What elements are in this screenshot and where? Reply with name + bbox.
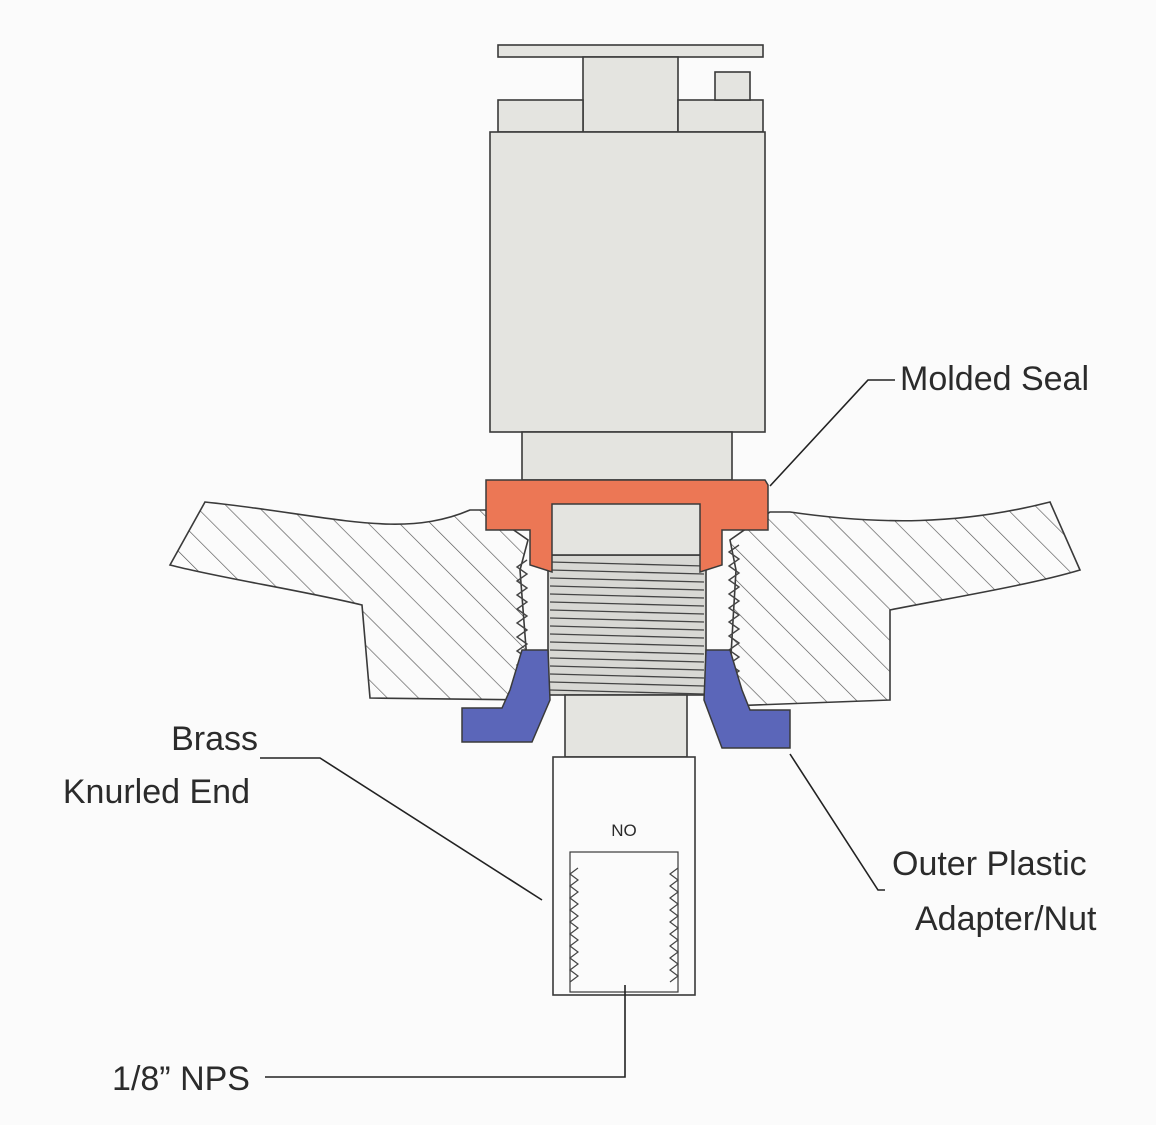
outer-plastic-nut xyxy=(461,649,791,749)
brass-label-line2: Knurled End xyxy=(63,773,250,811)
no-marking: NO xyxy=(611,821,637,840)
molded-seal-leader xyxy=(769,379,895,487)
outer-nut-leader xyxy=(789,753,885,891)
molded-seal xyxy=(485,479,769,574)
nps-leader xyxy=(265,985,626,1078)
outer-nut-label-line2: Adapter/Nut xyxy=(915,900,1097,938)
molded-seal-label: Molded Seal xyxy=(900,360,1089,398)
brass-end-leader xyxy=(260,757,543,901)
top-cap xyxy=(497,44,764,133)
threaded-stem xyxy=(547,499,707,758)
brass-label-line1: Brass xyxy=(171,720,258,758)
nps-label: 1/8” NPS xyxy=(112,1060,250,1098)
switch-body xyxy=(489,131,766,481)
leader-lines xyxy=(260,379,895,1078)
brass-knurled-end xyxy=(552,756,696,996)
outer-nut-label-line1: Outer Plastic xyxy=(892,845,1087,883)
mounting-wall-section xyxy=(168,501,531,701)
mounting-wall-section-right xyxy=(727,501,1082,707)
